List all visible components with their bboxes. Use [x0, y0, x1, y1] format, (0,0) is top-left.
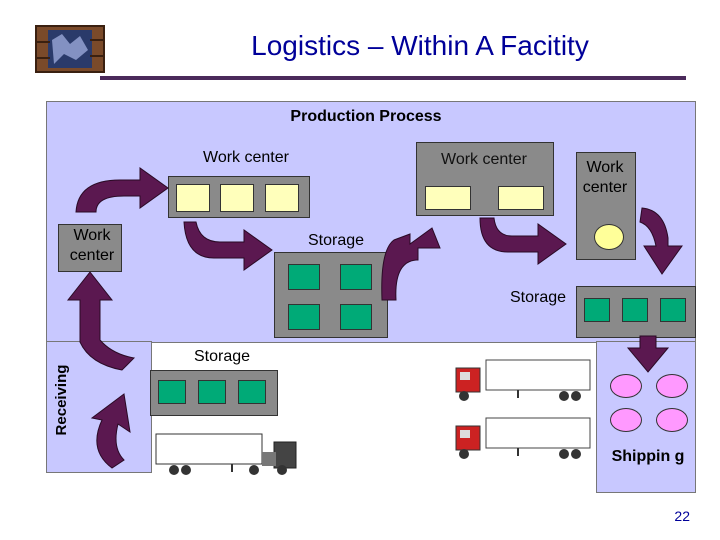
storage-slot [660, 298, 686, 322]
work-center-2-label: Work center [441, 151, 527, 168]
page-number: 22 [674, 508, 690, 524]
storage-3-label: Storage [193, 348, 251, 365]
flow-arrow-icon [626, 335, 670, 373]
truck-icon [455, 359, 591, 402]
brick-logo-icon [35, 25, 105, 73]
work-center-3-label: Work center [582, 159, 628, 196]
flow-arrow-icon [479, 217, 567, 265]
storage-slot [158, 380, 186, 404]
title-divider [100, 76, 686, 80]
flow-arrow-icon [381, 227, 441, 301]
storage-2-label: Storage [509, 289, 567, 306]
truck-icon [455, 417, 591, 460]
storage-slot [288, 304, 320, 330]
shipping-item [656, 374, 688, 398]
storage-1-label: Storage [307, 232, 365, 249]
storage-slot [238, 380, 266, 404]
production-process-label: Production Process [290, 108, 442, 125]
shipping-item [610, 408, 642, 432]
work-slot [425, 186, 471, 210]
page-title: Logistics – Within A Facitity [251, 30, 589, 61]
flow-arrow-icon [183, 221, 273, 271]
shipping-item [656, 408, 688, 432]
work-slot [220, 184, 254, 212]
work-center-left-label: Work center [69, 227, 115, 264]
shipping-item [610, 374, 642, 398]
storage-slot [198, 380, 226, 404]
work-slot [265, 184, 299, 212]
work-center-1-label: Work center [203, 149, 289, 166]
storage-slot [622, 298, 648, 322]
storage-slot [340, 304, 372, 330]
flow-arrow-icon [75, 167, 169, 213]
work-item-circle [594, 224, 624, 250]
work-center-left [58, 224, 122, 272]
shipping-label: Shippin g [611, 448, 685, 465]
storage-slot [288, 264, 320, 290]
work-slot [498, 186, 544, 210]
receiving-truck-icon [155, 433, 297, 475]
flow-arrow-icon [66, 271, 136, 371]
work-slot [176, 184, 210, 212]
storage-slot [584, 298, 610, 322]
storage-slot [340, 264, 372, 290]
flow-arrow-icon [90, 393, 131, 469]
flow-arrow-icon [639, 207, 683, 275]
